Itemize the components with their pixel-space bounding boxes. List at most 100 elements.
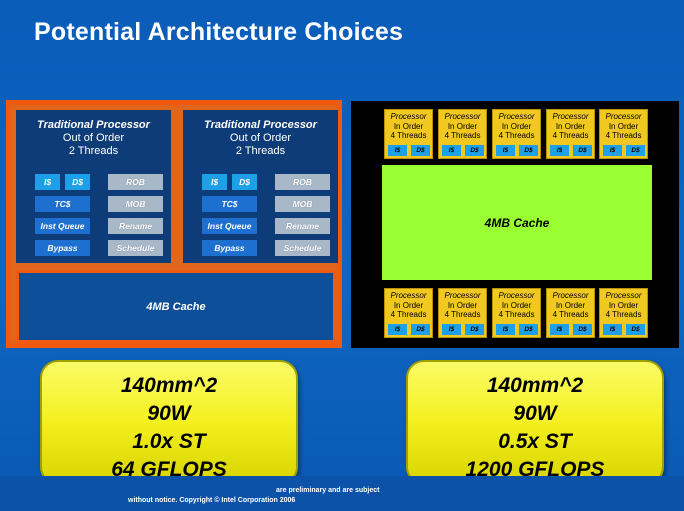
trace-cache-block: TC$ bbox=[202, 196, 257, 212]
core-order: In Order bbox=[447, 300, 478, 310]
rob-block: ROB bbox=[275, 174, 330, 190]
icache-block: I$ bbox=[442, 324, 461, 335]
core-threads: 4 Threads bbox=[605, 310, 642, 319]
core-threads: 4 Threads bbox=[498, 310, 535, 319]
icache-block: I$ bbox=[550, 145, 569, 156]
dcache-block: D$ bbox=[519, 145, 538, 156]
rob-block: ROB bbox=[108, 174, 163, 190]
power-value: 90W bbox=[147, 402, 191, 425]
rename-block: Rename bbox=[275, 218, 330, 234]
core-title: Traditional Processor Out of Order 2 Thr… bbox=[16, 119, 171, 158]
inst-queue-block: Inst Queue bbox=[35, 218, 90, 234]
core-order: In Order bbox=[608, 121, 639, 131]
schedule-block: Schedule bbox=[108, 240, 163, 256]
gflops-value: 64 GFLOPS bbox=[111, 458, 227, 481]
dcache-block: D$ bbox=[411, 324, 430, 335]
core-threads: 2 Threads bbox=[235, 145, 286, 157]
core-name: Processor bbox=[444, 291, 481, 300]
dcache-block: D$ bbox=[65, 174, 90, 190]
core-threads: 2 Threads bbox=[68, 145, 119, 157]
dcache-block: D$ bbox=[465, 145, 484, 156]
schedule-block: Schedule bbox=[275, 240, 330, 256]
icache-block: I$ bbox=[388, 145, 407, 156]
area-value: 140mm^2 bbox=[486, 374, 584, 397]
bypass-block: Bypass bbox=[35, 240, 90, 256]
core-title: Traditional Processor Out of Order 2 Thr… bbox=[183, 119, 338, 158]
traditional-chip-diagram: Traditional Processor Out of Order 2 Thr… bbox=[6, 100, 342, 348]
core-order: In Order bbox=[393, 121, 424, 131]
mob-block: MOB bbox=[275, 196, 330, 212]
icache-block: I$ bbox=[388, 324, 407, 335]
single-thread-value: 0.5x ST bbox=[498, 430, 572, 453]
icache-block: I$ bbox=[603, 324, 622, 335]
core-threads: 4 Threads bbox=[605, 131, 642, 140]
core-threads: 4 Threads bbox=[498, 131, 535, 140]
shared-cache-left: 4MB Cache bbox=[16, 270, 336, 343]
dcache-block: D$ bbox=[465, 324, 484, 335]
footer-disclaimer-fragment: are preliminary and are subject bbox=[276, 487, 380, 494]
core-threads: 4 Threads bbox=[390, 310, 427, 319]
core-threads: 4 Threads bbox=[444, 310, 481, 319]
traditional-core-2: Traditional Processor Out of Order 2 Thr… bbox=[183, 110, 338, 263]
mob-block: MOB bbox=[108, 196, 163, 212]
core-name: Processor bbox=[552, 112, 589, 121]
core-order: Out of Order bbox=[229, 132, 292, 144]
core-name: Processor bbox=[498, 291, 535, 300]
core-name: Processor bbox=[390, 112, 427, 121]
icache-block: I$ bbox=[550, 324, 569, 335]
icache-block: I$ bbox=[35, 174, 60, 190]
core-name: Processor bbox=[498, 112, 535, 121]
bypass-block: Bypass bbox=[202, 240, 257, 256]
core-order: In Order bbox=[555, 121, 586, 131]
dcache-block: D$ bbox=[573, 324, 592, 335]
gflops-value: 1200 GFLOPS bbox=[465, 458, 605, 481]
dcache-block: D$ bbox=[519, 324, 538, 335]
core-order: In Order bbox=[501, 300, 532, 310]
core-order: In Order bbox=[608, 300, 639, 310]
core-name: Processor bbox=[390, 291, 427, 300]
core-name: Processor bbox=[605, 112, 642, 121]
dcache-block: D$ bbox=[573, 145, 592, 156]
trace-cache-block: TC$ bbox=[35, 196, 90, 212]
traditional-core-1: Traditional Processor Out of Order 2 Thr… bbox=[16, 110, 171, 263]
core-name: Processor bbox=[552, 291, 589, 300]
inst-queue-block: Inst Queue bbox=[202, 218, 257, 234]
core-name: Processor bbox=[444, 112, 481, 121]
power-value: 90W bbox=[513, 402, 557, 425]
core-name: Traditional Processor bbox=[37, 119, 150, 131]
core-order: In Order bbox=[555, 300, 586, 310]
icache-block: I$ bbox=[496, 145, 515, 156]
footer-bar bbox=[0, 476, 684, 511]
footer-copyright: without notice. Copyright © Intel Corpor… bbox=[128, 497, 296, 504]
icache-block: I$ bbox=[442, 145, 461, 156]
core-order: In Order bbox=[393, 300, 424, 310]
rename-block: Rename bbox=[108, 218, 163, 234]
core-threads: 4 Threads bbox=[552, 310, 589, 319]
slide-title: Potential Architecture Choices bbox=[34, 18, 404, 46]
icache-block: I$ bbox=[202, 174, 227, 190]
stats-traditional: 140mm^2 90W 1.0x ST 64 GFLOPS bbox=[40, 360, 298, 485]
core-threads: 4 Threads bbox=[390, 131, 427, 140]
stats-many-core: 140mm^2 90W 0.5x ST 1200 GFLOPS bbox=[406, 360, 664, 485]
dcache-block: D$ bbox=[411, 145, 430, 156]
shared-cache-right: 4MB Cache bbox=[382, 165, 652, 280]
dcache-block: D$ bbox=[626, 145, 645, 156]
